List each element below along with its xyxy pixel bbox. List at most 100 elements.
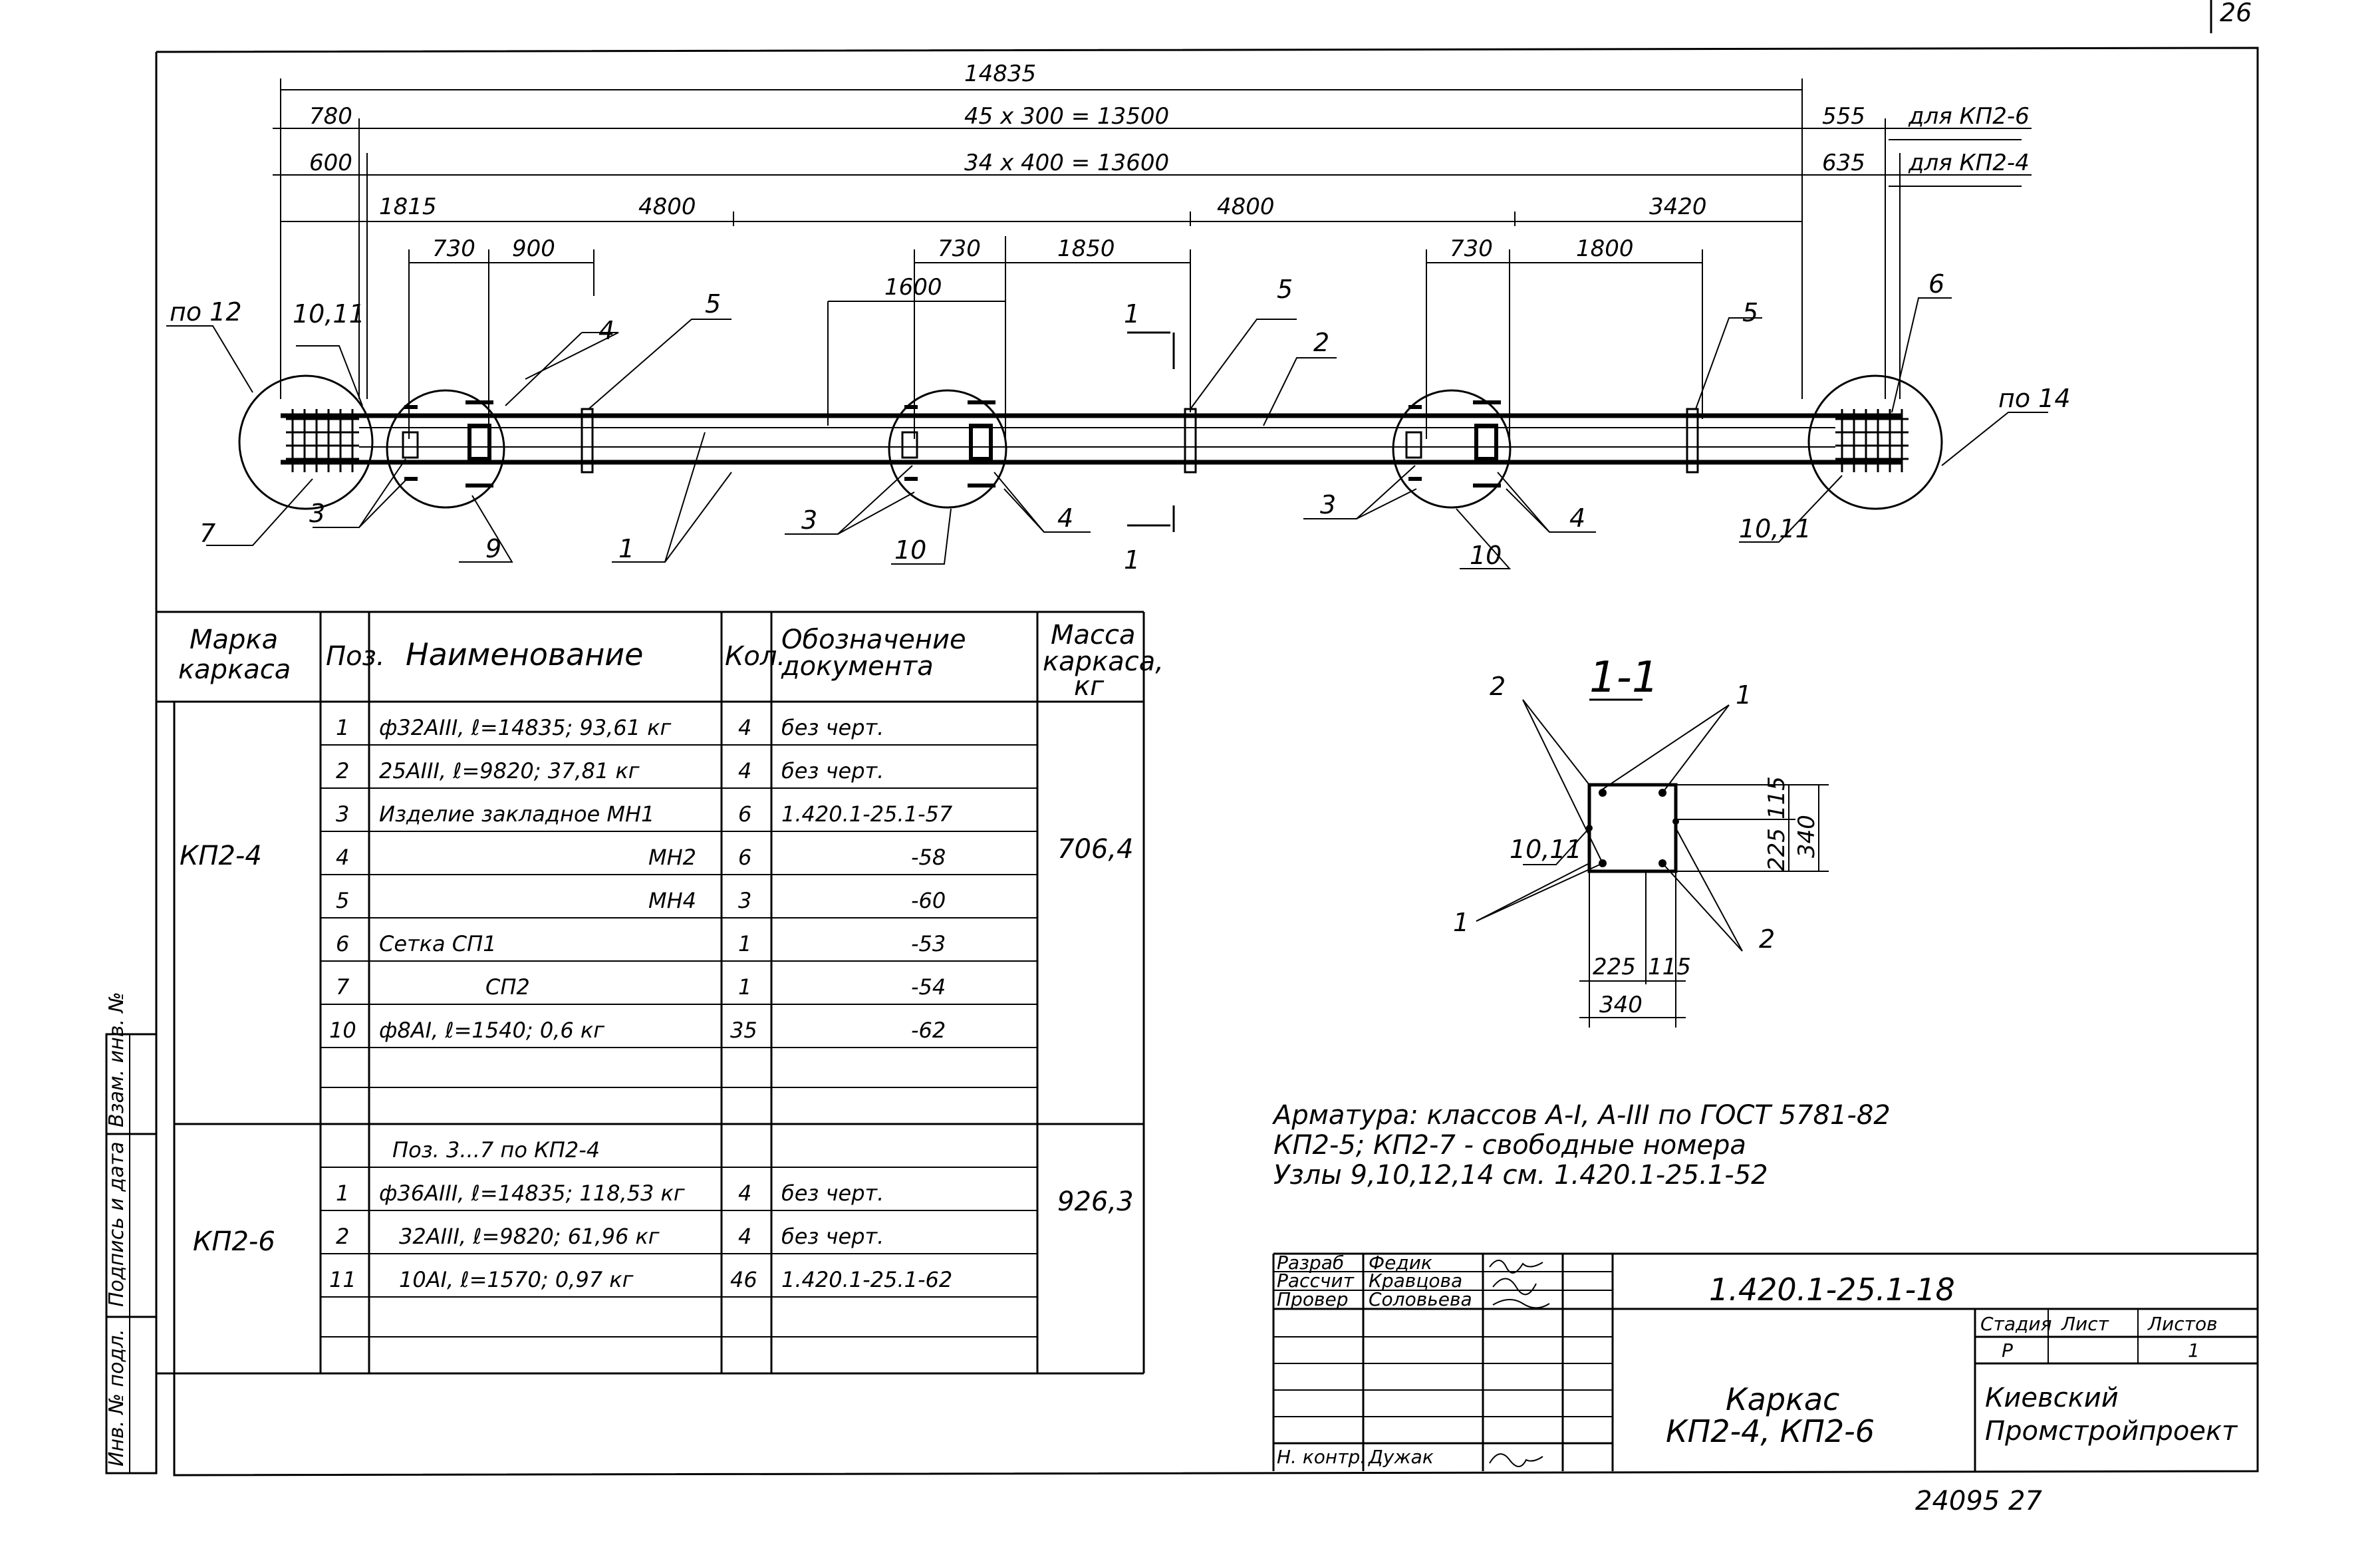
svg-text:1: 1: [336, 715, 349, 740]
mark-kp2-6: КП2-6: [193, 1226, 275, 1257]
svg-text:Сетка СП1: Сетка СП1: [379, 931, 497, 956]
callout-4-c: 4: [1569, 503, 1585, 533]
label-for-kp24: для КП2-4: [1908, 150, 2030, 176]
dim-780: 780: [309, 103, 352, 130]
dim-total: 14835: [964, 61, 1036, 87]
svg-text:-58: -58: [911, 845, 946, 870]
section-dim-v225: 225: [1764, 828, 1790, 871]
mark-kp2-4: КП2-4: [180, 841, 262, 871]
specification-table: Марка каркаса Поз. Наименование Кол. Обо…: [156, 611, 1164, 1375]
sheet-number: 26: [2220, 0, 2252, 27]
section-label-1-b: 1: [1453, 908, 1469, 937]
svg-text:1: 1: [336, 1181, 349, 1206]
callout-10-11-a: 10,11: [293, 299, 365, 329]
section-dim-v340: 340: [1793, 815, 1820, 858]
table-row: 6 Сетка СП1 1 -53: [336, 931, 946, 956]
section-cut-marker: 1 1: [1124, 299, 1175, 575]
name-solovyeva: Соловьева: [1369, 1288, 1472, 1310]
note-2: КП2-5; КП2-7 - свободные номера: [1273, 1130, 1746, 1161]
svg-text:10АI, ℓ=1570; 0,97 кг: 10АI, ℓ=1570; 0,97 кг: [399, 1267, 634, 1292]
section-label-2-a: 2: [1490, 672, 1506, 701]
node-circle-10-a: [888, 389, 1007, 509]
svg-text:32АIII, ℓ=9820; 61,96 кг: 32АIII, ℓ=9820; 61,96 кг: [399, 1224, 660, 1249]
org-line-1: Киевский: [1985, 1383, 2119, 1413]
hdr-marka-1: Марка: [190, 625, 278, 655]
svg-text:46: 46: [730, 1267, 757, 1292]
callout-5-b: 5: [1277, 275, 1293, 304]
callout-3-c: 3: [1320, 490, 1336, 519]
group2-note: Поз. 3...7 по КП2-4: [392, 1137, 600, 1163]
section-dim-h340: 340: [1599, 992, 1643, 1018]
signatures: [1489, 1260, 1550, 1467]
dim-730-a: 730: [432, 235, 475, 262]
svg-text:-62: -62: [911, 1018, 946, 1043]
svg-text:4: 4: [738, 1224, 751, 1249]
title-line-2: КП2-4, КП2-6: [1666, 1413, 1875, 1449]
name-kravtsova: Кравцова: [1369, 1270, 1462, 1292]
section-dim-h225: 225: [1593, 954, 1636, 980]
svg-text:ф8АI, ℓ=1540; 0,6 кг: ф8АI, ℓ=1540; 0,6 кг: [379, 1018, 604, 1043]
dim-730-c: 730: [1450, 235, 1493, 262]
dim-4800-b: 4800: [1217, 194, 1275, 220]
bottom-code: 24095 27: [1915, 1486, 2042, 1516]
svg-text:35: 35: [730, 1018, 757, 1043]
section-title: 1-1: [1589, 653, 1659, 702]
doc-code: 1.420.1-25.1-18: [1709, 1272, 1955, 1308]
dim-635: 635: [1822, 150, 1865, 176]
cut-label-bottom: 1: [1124, 545, 1140, 575]
plate-mh4-c: [1686, 408, 1699, 474]
svg-text:2: 2: [336, 1224, 349, 1249]
dim-4800-a: 4800: [638, 194, 696, 220]
svg-text:4: 4: [738, 715, 751, 740]
svg-text:6: 6: [738, 801, 751, 827]
table-row: 2 25АIII, ℓ=9820; 37,81 кг 4 без черт.: [336, 758, 884, 783]
name-duzhak: Дужак: [1367, 1446, 1434, 1468]
dim-1600: 1600: [884, 274, 942, 301]
table-row: 1 ф32АIII, ℓ=14835; 93,61 кг 4 без черт.: [336, 715, 884, 740]
hdr-name: Наименование: [406, 636, 643, 672]
callout-10-a: 10: [894, 535, 926, 565]
hdr-marka-2: каркаса: [178, 654, 291, 685]
title-line-1: Каркас: [1726, 1381, 1839, 1417]
table-row: 10 ф8АI, ℓ=1540; 0,6 кг 35 -62: [329, 1018, 946, 1043]
svg-text:11: 11: [329, 1267, 356, 1292]
dim-1815: 1815: [379, 194, 437, 220]
node-circle-10-b: [1392, 389, 1512, 509]
side-strip: Взам. инв. № Подпись и дата Инв. № подл.: [105, 992, 158, 1475]
callout-10-b: 10: [1470, 541, 1502, 570]
section-outline: [1587, 783, 1678, 873]
svg-text:без черт.: без черт.: [781, 1224, 884, 1249]
sheets-header: Листов: [2147, 1313, 2218, 1335]
section-dim-v115: 115: [1764, 776, 1790, 819]
svg-text:Изделие закладное MH1: Изделие закладное MH1: [379, 801, 654, 827]
dim-3420: 3420: [1649, 194, 1707, 220]
node-circle-12: [238, 374, 374, 510]
svg-text:-60: -60: [911, 888, 946, 913]
callout-2: 2: [1313, 328, 1329, 357]
callout-leaders: по 12 10,11 4 5 5 2 5 6 по 14 7 3 9 1 3 …: [166, 269, 2071, 570]
section-label-1-a: 1: [1736, 680, 1752, 710]
svg-text:4: 4: [738, 758, 751, 783]
role-rasschit: Рассчит: [1277, 1270, 1355, 1292]
svg-text:5: 5: [336, 888, 349, 913]
table-row: 7 СП2 1 -54: [336, 974, 946, 1000]
role-prover: Провер: [1277, 1288, 1348, 1310]
stage-header: Стадия: [1980, 1313, 2051, 1335]
dim-555: 555: [1822, 103, 1865, 130]
callout-4-a: 4: [598, 316, 614, 345]
role-n-kontr: Н. контр.: [1277, 1446, 1366, 1468]
dim-730-b: 730: [938, 235, 981, 262]
svg-text:6: 6: [336, 931, 349, 956]
hdr-poz: Поз.: [326, 641, 385, 672]
svg-text:без черт.: без черт.: [781, 1181, 884, 1206]
org-line-2: Промстройпроект: [1985, 1416, 2238, 1447]
dim-600: 600: [309, 150, 352, 176]
hdr-kol: Кол.: [725, 641, 785, 672]
role-razrab: Разраб: [1277, 1252, 1344, 1274]
table-row: 3 Изделие закладное MH1 6 1.420.1-25.1-5…: [336, 801, 953, 827]
svg-text:3: 3: [738, 888, 751, 913]
svg-text:без черт.: без черт.: [781, 715, 884, 740]
section-label-10-11: 10,11: [1510, 835, 1582, 864]
svg-text:1: 1: [738, 974, 751, 1000]
callout-1: 1: [618, 534, 634, 563]
